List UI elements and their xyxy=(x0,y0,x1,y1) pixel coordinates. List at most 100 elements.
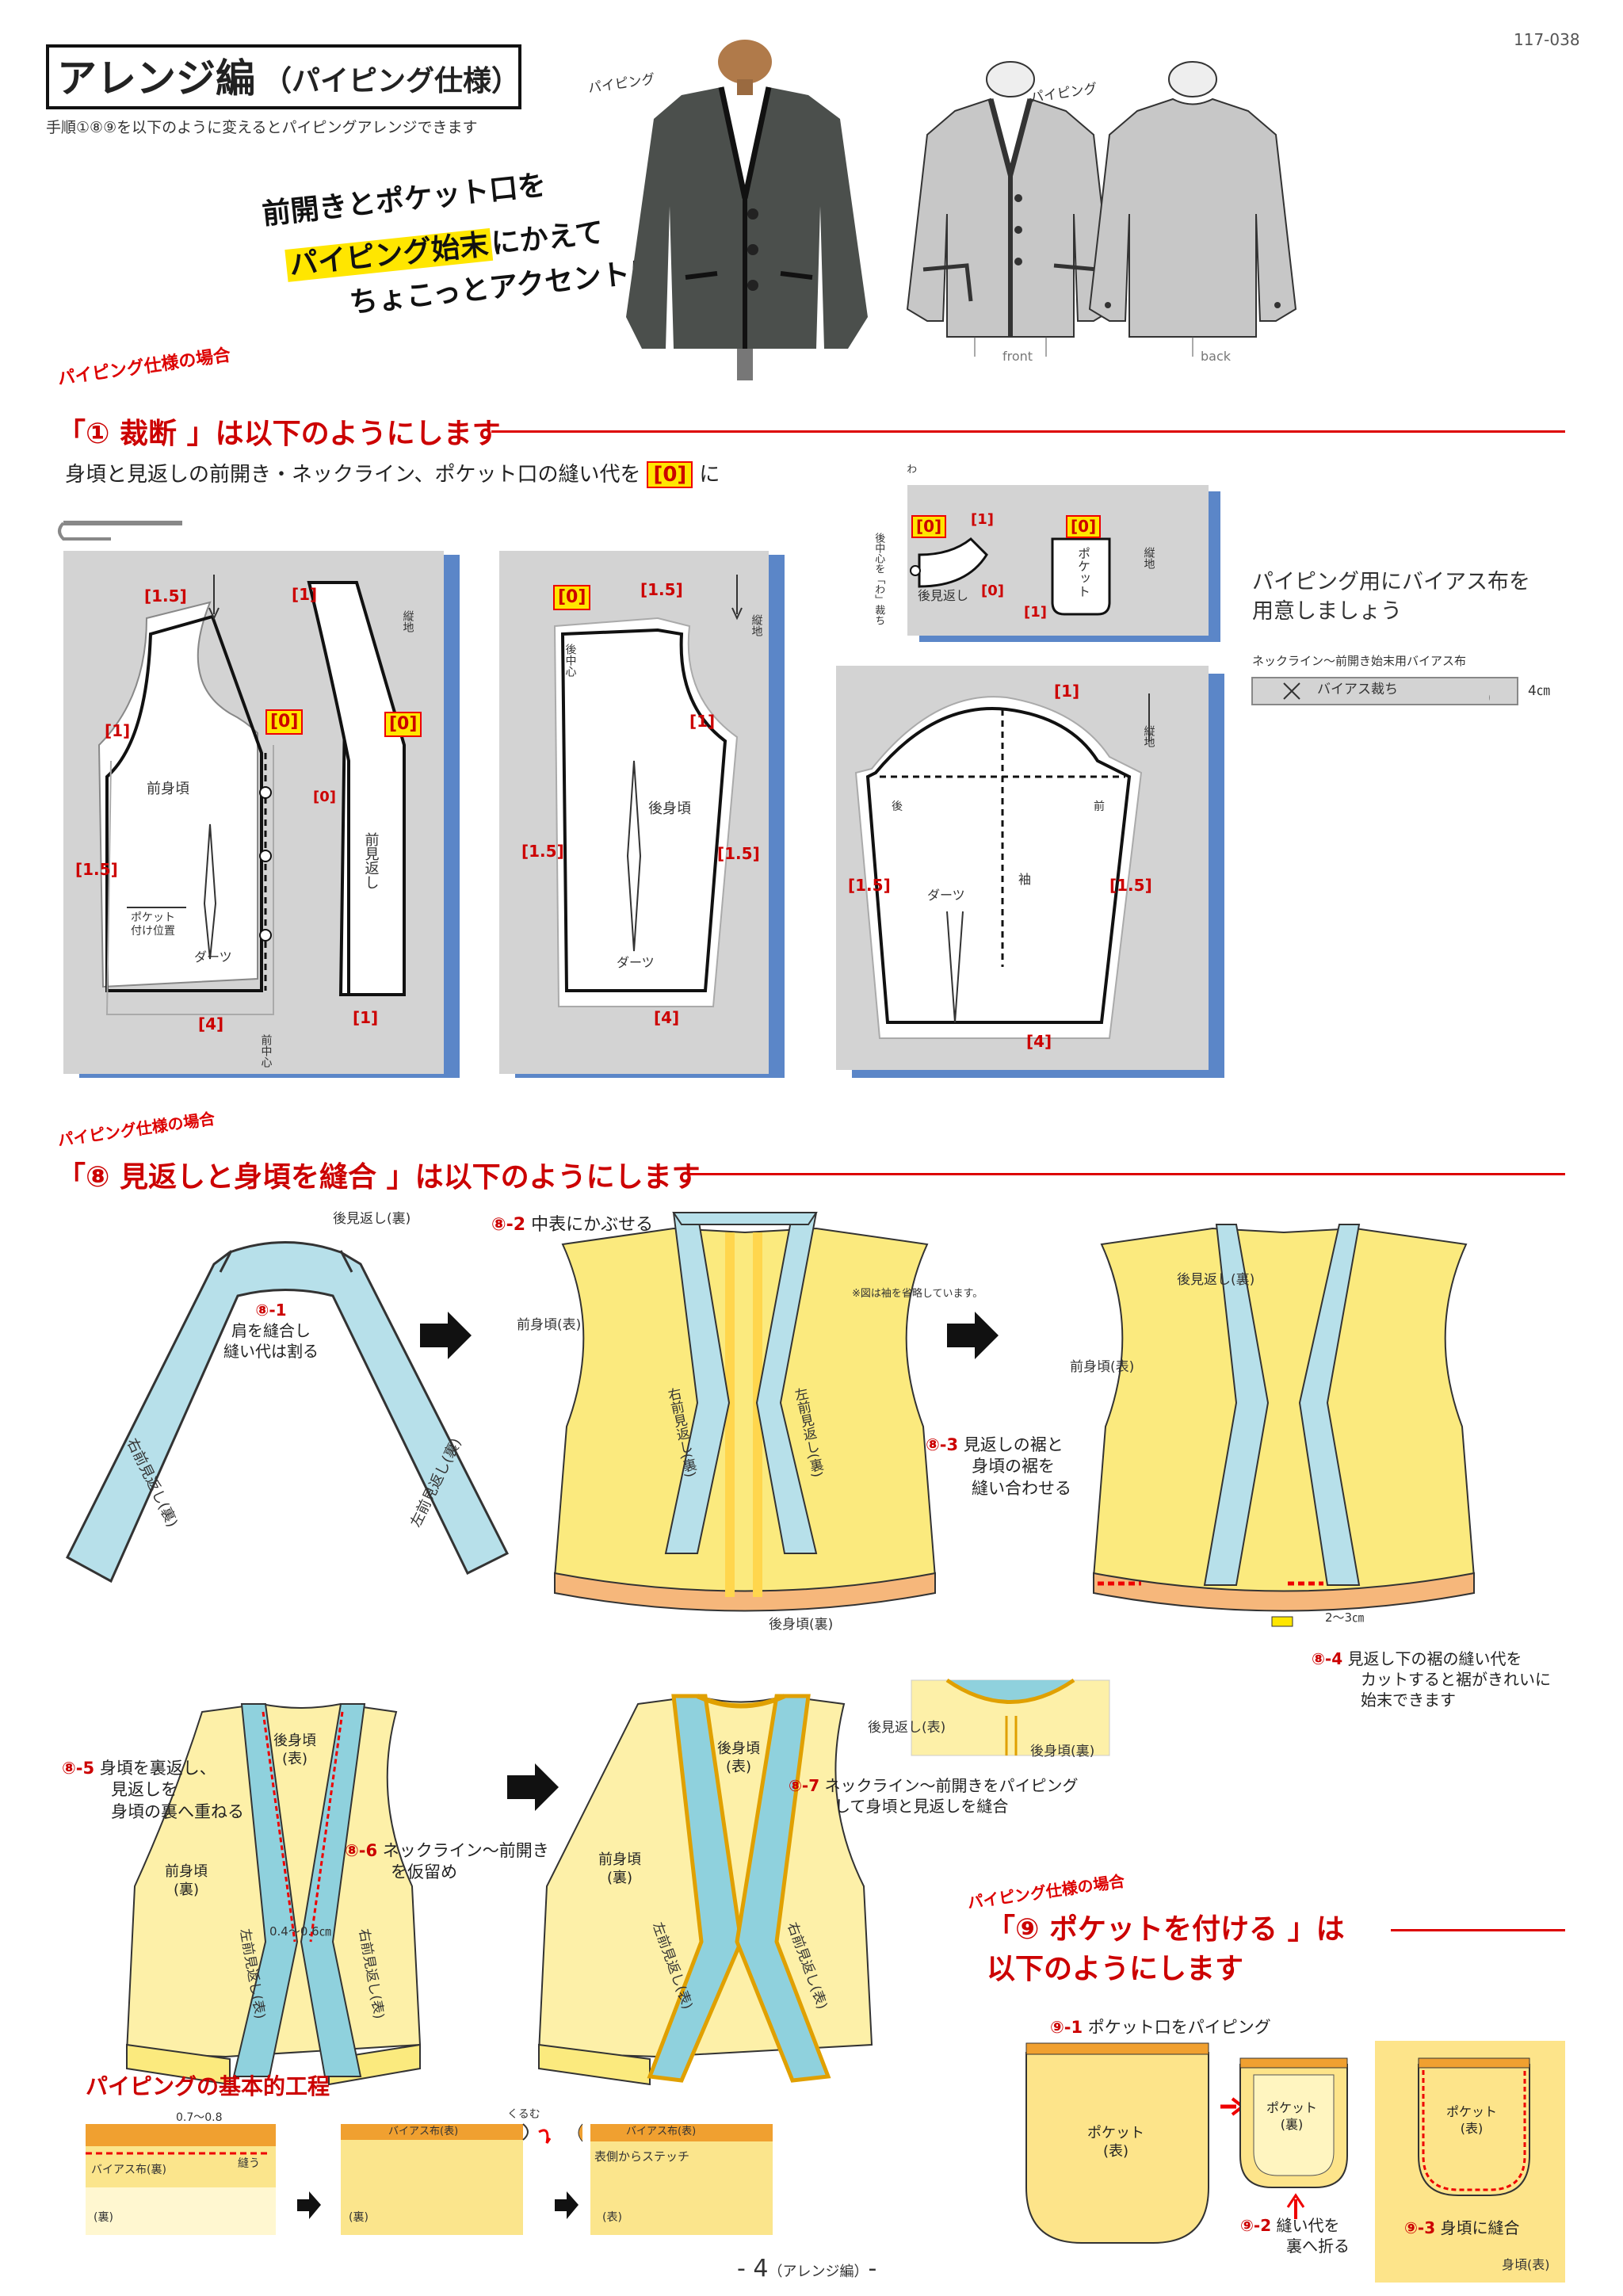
page-title: アレンジ編 （パイピング仕様） xyxy=(46,44,521,109)
sa-label: [1.5] xyxy=(1109,876,1152,895)
pattern-boards xyxy=(58,485,1518,1078)
s8-7-front-body-l1: 前身頃 xyxy=(598,1851,641,1868)
s8-2-back-body-label: 後身頃(裏) xyxy=(769,1617,834,1633)
section-1-desc: 身頃と見返しの前開き・ネックライン、ポケット口の縫い代を[0]に xyxy=(65,458,720,488)
pocket-label: ポケット xyxy=(1075,547,1090,598)
page-title-sub: （パイピング仕様） xyxy=(263,65,521,97)
step-8-3: ⑧-3 見返しの裾と 身頃の裾を 縫い合わせる xyxy=(926,1435,1071,1499)
step-8-7: ⑧-7 ネックライン〜前開きをパイピング して身頃と見返しを縫合 xyxy=(789,1775,1079,1817)
s9-body-label: 身頃(表) xyxy=(1502,2257,1550,2272)
s8-5-back-body-l2: (表) xyxy=(281,1751,308,1768)
section-1-open: 「 xyxy=(57,418,86,450)
step-8-7-num: ⑧-7 xyxy=(789,1776,820,1795)
basic-wrap: くるむ xyxy=(507,2108,540,2121)
pocket-position-l2: 付け位置 xyxy=(131,924,175,938)
section-9-title-1: ポケットを付ける 」は xyxy=(1039,1913,1345,1946)
sa-label: [1] xyxy=(292,585,318,604)
zero-box-label: [0] xyxy=(911,515,947,538)
zero-box-label: [0] xyxy=(553,585,591,610)
section-1-heading: 「① 裁断 」は以下のようにします xyxy=(57,411,501,452)
sleeve-omitted-note: ※図は袖を省略しています。 xyxy=(852,1288,983,1300)
step-8-5-num: ⑧-5 xyxy=(62,1759,95,1778)
step-8-2: ⑧-2 中表にかぶせる xyxy=(491,1210,653,1236)
step-8-3-num: ⑧-3 xyxy=(926,1435,959,1454)
back-label: back xyxy=(1201,349,1232,364)
step-8-6-l1: ネックライン〜前開き xyxy=(382,1841,549,1860)
flat-front xyxy=(906,61,1115,357)
sa-label: [1.5] xyxy=(848,876,891,895)
s9-pocket-ura-label: ポケット(裏) xyxy=(1266,2100,1317,2134)
front-mark: 前 xyxy=(1094,800,1105,813)
sa-label: [1] xyxy=(105,721,131,740)
s8-7-front-body-label: 前身頃 (裏) xyxy=(598,1851,641,1888)
zero-box-label: [0] xyxy=(384,712,422,737)
s8-5-back-body-label: 後身頃 (表) xyxy=(273,1732,316,1769)
fold-label: わ xyxy=(904,464,917,474)
sleeve-label: 袖 xyxy=(1018,872,1032,887)
section-9-rule xyxy=(1391,1929,1565,1931)
sa-label: [1] xyxy=(1054,682,1080,701)
section-1-desc-b: に xyxy=(699,463,720,487)
s8-5-front-body-l2: (裏) xyxy=(173,1881,200,1899)
s8-5-back-body-l1: 後身頃 xyxy=(273,1733,316,1749)
bias-note-1: パイピング用にバイアス布を xyxy=(1252,570,1530,594)
section-1-desc-box: [0] xyxy=(647,461,693,488)
dart-label: ダーツ xyxy=(927,888,965,903)
basic-stitch: 表側からステッチ xyxy=(594,2149,690,2164)
s9-pocket-omote-l2: (表) xyxy=(1102,2143,1129,2160)
back-body-label: 後身頃 xyxy=(648,800,691,817)
sa-label: [4] xyxy=(654,1008,680,1027)
step-8-7-l2: して身頃と見返しを縫合 xyxy=(834,1797,1009,1816)
sa-label: [1.5] xyxy=(144,586,187,606)
zero-box-label: [0] xyxy=(1066,515,1102,538)
basic-title: パイピングの基本的工程 xyxy=(86,2073,330,2099)
collar-back-facing-label: 後見返し(表) xyxy=(868,1720,946,1736)
basic-len: 0.7〜0.8 xyxy=(176,2111,223,2124)
step-8-5: ⑧-5 身頃を裏返し、 見返しを 身頃の裏へ重ねる xyxy=(62,1758,244,1823)
step-9-2: ⑨-2 縫い代を 裏へ折る xyxy=(1240,2215,1350,2256)
board-back xyxy=(499,551,785,1078)
bias-strip xyxy=(1251,677,1518,705)
s8-7-back-body-l2: (表) xyxy=(725,1759,752,1776)
sa-label: [0] xyxy=(981,583,1004,599)
dart-label: ダーツ xyxy=(194,949,232,965)
step-9-2-num: ⑨-2 xyxy=(1240,2216,1272,2235)
footer-number: - 4 xyxy=(737,2255,769,2283)
step-9-1-text: ポケット口をパイピング xyxy=(1087,2018,1271,2037)
back-mark: 後 xyxy=(892,800,903,813)
bias-note-2: 用意しましょう xyxy=(1252,599,1402,624)
step-8-6-l2: を仮留め xyxy=(391,1862,457,1882)
back-facing-label: 後見返し xyxy=(918,588,969,603)
section-8-title: 見返しと身頃を縫合 」は以下のようにします xyxy=(109,1161,701,1194)
section-9-title-2: 以下のようにします xyxy=(987,1953,1244,1986)
step-8-3-l1: 見返しの裾と xyxy=(963,1435,1064,1454)
basic-omote: (表) xyxy=(602,2211,622,2224)
step-9-3: ⑨-3 身頃に縫合 xyxy=(1404,2215,1520,2238)
step-9-2-l2: 裏へ折る xyxy=(1286,2237,1350,2256)
front-facing-label: 前見返し xyxy=(362,832,380,889)
bias-caption: ネックライン〜前開き始末用バイアス布 xyxy=(1252,654,1467,668)
step-8-6-num: ⑧-6 xyxy=(345,1841,378,1860)
front-label: front xyxy=(1002,349,1033,364)
board-sleeve xyxy=(836,666,1224,1078)
s8-7-front-body-l2: (裏) xyxy=(606,1870,633,1887)
s8-7-back-body-label: 後身頃 (表) xyxy=(717,1740,760,1777)
grain-label: 縦地 xyxy=(401,610,414,632)
step-8-3-l2: 身頃の裾を xyxy=(972,1457,1055,1477)
s8-3-front-body-label: 前身頃(表) xyxy=(1070,1359,1135,1375)
cb-fold-label: 後中心を「わ」裁ち xyxy=(873,533,885,625)
s9-pocket-omote-label: ポケット(表) xyxy=(1087,2124,1144,2161)
step-8-4-l1: 見返し下の裾の縫い代を xyxy=(1347,1649,1522,1668)
s9-pocket-omote-label-2: ポケット(表) xyxy=(1446,2104,1497,2137)
sa-label: [1] xyxy=(1024,604,1047,621)
section-1-desc-a: 身頃と見返しの前開き・ネックライン、ポケット口の縫い代を xyxy=(65,463,641,487)
step-8-2-num: ⑧-2 xyxy=(491,1215,526,1235)
s8-7-back-body-l1: 後身頃 xyxy=(717,1740,760,1757)
step-8-5-l3: 身頃の裏へ重ねる xyxy=(111,1801,244,1821)
cb-label: 後中心 xyxy=(563,644,577,677)
pocket-position-l1: ポケット xyxy=(131,911,175,924)
sa-label: [1.5] xyxy=(640,580,683,599)
section-8-open: 「 xyxy=(57,1161,86,1194)
